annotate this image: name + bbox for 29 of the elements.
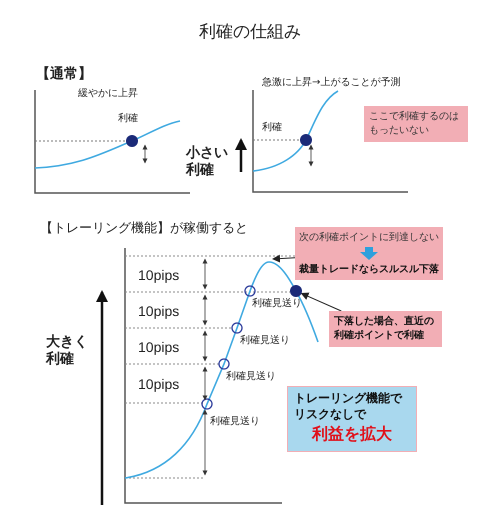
- label-text: 利確: [262, 120, 283, 135]
- emphasis-text: 利益を拡大: [312, 423, 392, 446]
- label-text: 利確: [118, 112, 139, 126]
- arrow: [272, 254, 296, 263]
- note-text: ここで利確するのはもったいない: [369, 110, 460, 138]
- summary-box: [287, 386, 417, 452]
- label-text: 【通常】: [36, 65, 93, 84]
- label-text: 利確見送り: [252, 296, 303, 311]
- label-text: 10pips: [138, 266, 180, 285]
- note-text: 裁量トレードならスルスル下落: [299, 262, 439, 277]
- label-text: 10pips: [138, 302, 180, 321]
- label-text: 【トレーリング機能】が稼働すると: [40, 220, 249, 238]
- label-text: 小さい利確: [186, 145, 229, 179]
- label-text: 利確見送り: [226, 370, 277, 384]
- note-box: [295, 227, 443, 280]
- note-text: 次の利確ポイントに到達しない: [299, 230, 439, 245]
- note-box: [329, 311, 442, 347]
- note-box: [364, 106, 468, 142]
- label-text: 緩やかに上昇: [78, 86, 139, 101]
- label-text: 10pips: [138, 338, 180, 357]
- note-text: 下落した場合、直近の利確ポイントで利確: [334, 315, 435, 343]
- label-text: 利確見送り: [210, 414, 261, 429]
- label-text: 10pips: [138, 375, 180, 394]
- arrow: [300, 292, 342, 312]
- label-text: 急激に上昇→上がることが予測: [262, 76, 402, 90]
- title: 利確の仕組み: [198, 21, 302, 44]
- summary-text: トレーリング機能でリスクなしで: [294, 391, 404, 422]
- label-text: 大きく利確: [46, 334, 89, 368]
- label-text: 利確見送り: [240, 334, 291, 348]
